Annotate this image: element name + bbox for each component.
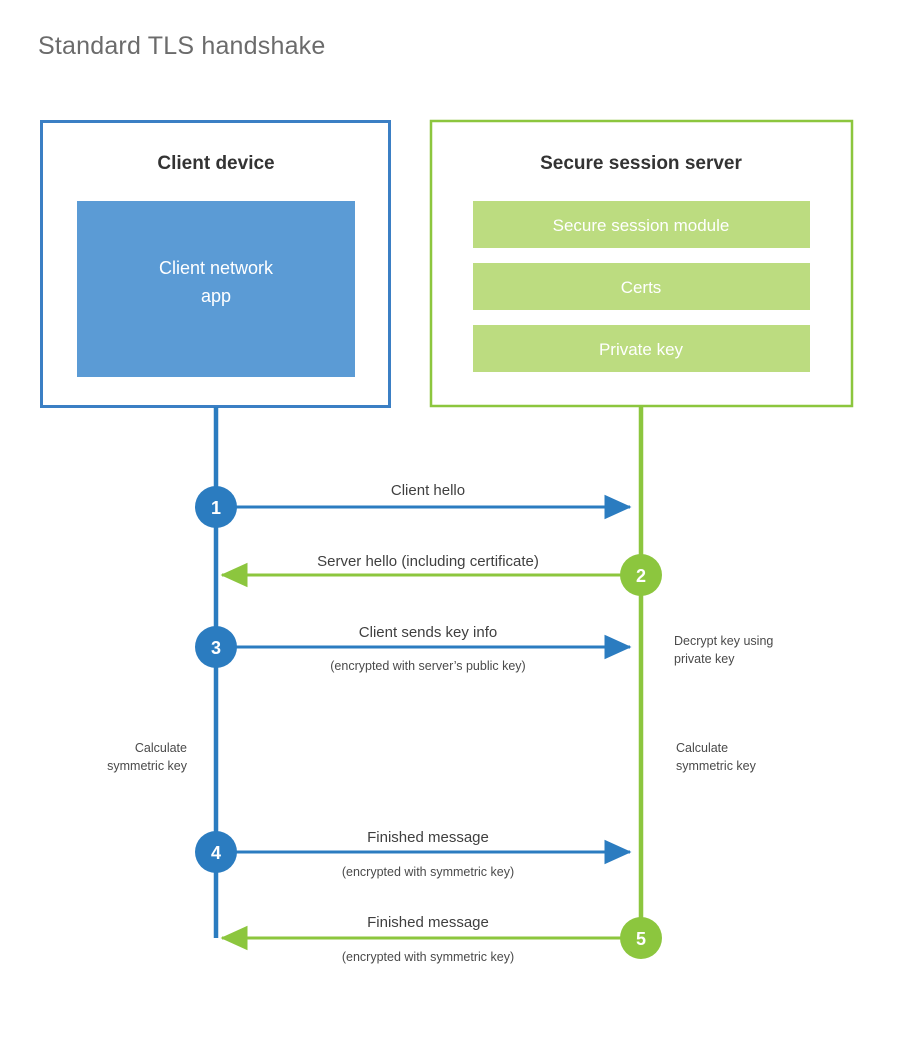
- client-calculate-symmetric-key-annotation: Calculate symmetric key: [107, 741, 188, 773]
- server-bar-private-key: [473, 325, 810, 372]
- client-calc-line2: symmetric key: [107, 759, 188, 773]
- step-5-number: 5: [636, 929, 646, 949]
- step-3-client-sends-key-info: Client sends key info (encrypted with se…: [195, 624, 632, 673]
- server-decrypt-line1: Decrypt key using: [674, 634, 773, 648]
- step-2-marker: [620, 554, 662, 596]
- server-bar-label-1: Certs: [621, 278, 662, 297]
- step-2-number: 2: [636, 566, 646, 586]
- step-5-sublabel: (encrypted with symmetric key): [342, 950, 514, 964]
- server-decrypt-line2: private key: [674, 652, 735, 666]
- step-3-label: Client sends key info: [359, 624, 497, 641]
- step-1-number: 1: [211, 498, 221, 518]
- step-4-finished-message-client: Finished message (encrypted with symmetr…: [195, 829, 632, 879]
- step-5-marker: [620, 917, 662, 959]
- server-calculate-symmetric-key-annotation: Calculate symmetric key: [676, 741, 757, 773]
- server-bar-label-0: Secure session module: [553, 216, 730, 235]
- client-device-heading: Client device: [157, 153, 274, 174]
- step-1-label: Client hello: [391, 482, 465, 499]
- step-5-label: Finished message: [367, 914, 489, 931]
- server-calc-line1: Calculate: [676, 741, 728, 755]
- step-5-finished-message-server: Finished message (encrypted with symmetr…: [220, 914, 662, 964]
- step-4-label: Finished message: [367, 829, 489, 846]
- client-network-app-label-line2: app: [201, 286, 231, 306]
- server-calc-line2: symmetric key: [676, 759, 757, 773]
- step-1-client-hello: Client hello 1: [195, 482, 632, 528]
- server-bar-label-2: Private key: [599, 340, 684, 359]
- step-3-marker: [195, 626, 237, 668]
- secure-session-server-heading: Secure session server: [540, 153, 742, 174]
- client-network-app-label-line1: Client network: [159, 258, 274, 278]
- client-calc-line1: Calculate: [135, 741, 187, 755]
- server-bar-certs: [473, 263, 810, 310]
- step-3-sublabel: (encrypted with server’s public key): [330, 659, 525, 673]
- server-decrypt-annotation: Decrypt key using private key: [674, 634, 773, 666]
- page-title: Standard TLS handshake: [38, 32, 325, 60]
- secure-session-server-panel: Secure session server Secure session mod…: [429, 119, 854, 408]
- client-network-app-box: [77, 201, 355, 377]
- step-4-marker: [195, 831, 237, 873]
- step-4-number: 4: [211, 843, 221, 863]
- step-2-label: Server hello (including certificate): [317, 553, 539, 570]
- step-3-number: 3: [211, 638, 221, 658]
- step-2-server-hello: Server hello (including certificate) 2: [220, 553, 662, 596]
- client-device-panel: Client device Client network app: [40, 120, 391, 408]
- step-1-marker: [195, 486, 237, 528]
- step-4-sublabel: (encrypted with symmetric key): [342, 865, 514, 879]
- server-bar-secure-session-module: [473, 201, 810, 248]
